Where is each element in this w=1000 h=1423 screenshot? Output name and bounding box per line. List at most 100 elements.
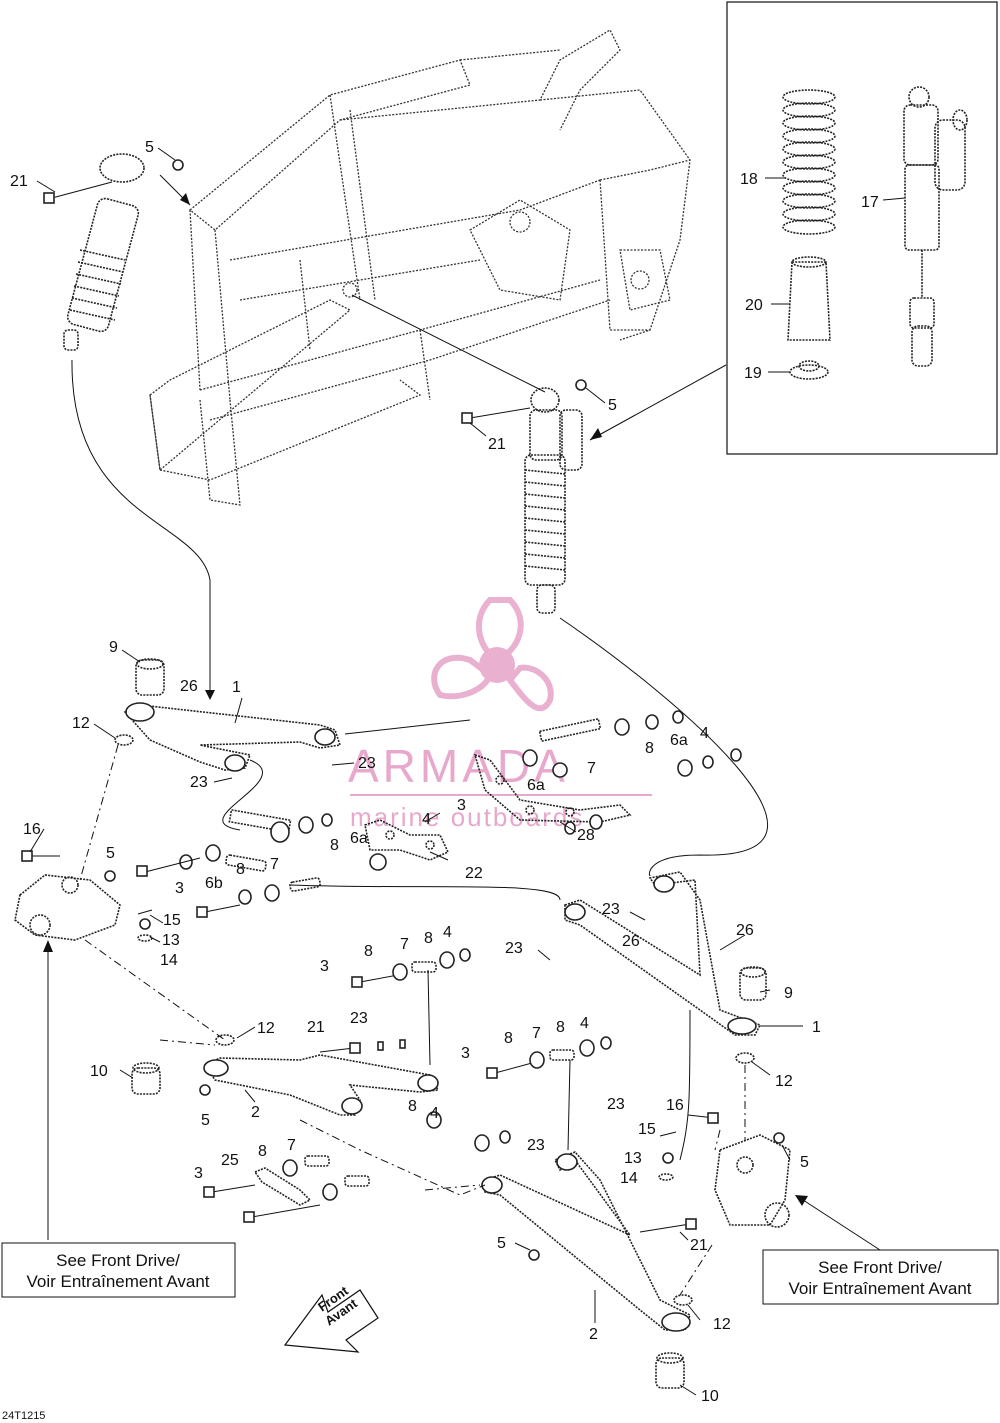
- callout-leaders: [29, 147, 906, 1396]
- callout: 7: [287, 1137, 296, 1154]
- nut-5-right: [773, 1132, 785, 1144]
- support-bracket-28: [473, 753, 632, 823]
- callout: 8: [258, 1143, 267, 1160]
- reference-line-1: See Front Drive/: [818, 1258, 942, 1277]
- callout: 3: [320, 958, 329, 975]
- callout: 6a: [670, 732, 688, 749]
- callout: 23: [527, 1137, 545, 1154]
- callout: 3: [175, 880, 184, 897]
- callout: 28: [577, 827, 595, 844]
- callout: 2: [589, 1326, 598, 1343]
- callout: 19: [744, 365, 762, 382]
- reference-line-2: Voir Entraînement Avant: [26, 1272, 209, 1291]
- nut-13-right: [662, 1152, 674, 1164]
- callout: 23: [358, 755, 376, 772]
- callout: 20: [745, 297, 763, 314]
- callout: 21: [690, 1237, 708, 1254]
- callout: 4: [700, 725, 709, 742]
- nut-5-top-left: [172, 159, 184, 171]
- lower-a-arm-left: [203, 1054, 440, 1116]
- callout: 6b: [205, 875, 223, 892]
- callout: 3: [194, 1165, 203, 1182]
- shock-absorber-center: [524, 387, 583, 614]
- callout: 26: [736, 922, 754, 939]
- callout: 23: [350, 1010, 368, 1027]
- hardware-lower-left-bottom: [203, 1155, 370, 1223]
- ball-joint-9-left: [135, 658, 165, 696]
- connector-lines: [43, 174, 881, 1296]
- drawing-code: 24T1215: [2, 1410, 45, 1422]
- nut-5-left: [104, 870, 116, 882]
- nut-13-left: [139, 918, 151, 930]
- vehicle-frame: [149, 29, 691, 506]
- nut-5-center: [575, 379, 587, 391]
- callout: 8: [408, 1098, 417, 1115]
- watermark-tagline: marine outboards: [350, 802, 584, 832]
- callout: 8: [330, 837, 339, 854]
- callout: 9: [784, 985, 793, 1002]
- bolt-21-lower-right: [639, 1218, 697, 1233]
- nut-5-lower-right: [528, 1249, 540, 1261]
- steering-knuckle-left: [14, 850, 121, 941]
- callout: 23: [190, 774, 208, 791]
- callout: 5: [608, 397, 617, 414]
- upper-a-arm-right: [564, 871, 762, 1036]
- reference-line-1: See Front Drive/: [56, 1251, 180, 1270]
- callout: 8: [424, 930, 433, 947]
- pin-15-left: [137, 909, 153, 915]
- callout-numbers: 5 21 5 21 18 17 20 19 9 26 1 12 23 23 4 …: [10, 139, 879, 1405]
- callout: 23: [607, 1096, 625, 1113]
- callout: 7: [532, 1025, 541, 1042]
- callout: 7: [270, 856, 279, 873]
- callout: 12: [775, 1073, 793, 1090]
- callout: 6a: [350, 830, 368, 847]
- hardware-lower-center: [319, 948, 612, 1152]
- shock-absorber-left: [63, 153, 145, 351]
- callout: 8: [556, 1019, 565, 1036]
- reference-line-2: Voir Entraînement Avant: [788, 1279, 971, 1298]
- callout: 5: [201, 1112, 210, 1129]
- callout: 1: [812, 1019, 821, 1036]
- callout: 13: [162, 932, 180, 949]
- callout: 3: [461, 1045, 470, 1062]
- circlip-12-right-lower: [673, 1294, 693, 1306]
- callout: 5: [800, 1154, 809, 1171]
- circlip-12-right-upper: [735, 1052, 755, 1064]
- callout: 13: [624, 1150, 642, 1167]
- pin-15-right: [659, 1131, 677, 1137]
- shock-detail-inset: [726, 1, 998, 455]
- lower-a-arm-right: [481, 1151, 691, 1332]
- callout: 12: [713, 1316, 731, 1333]
- callout: 21: [488, 436, 506, 453]
- callout: 26: [180, 678, 198, 695]
- circlip-12-left-lower: [215, 1034, 235, 1046]
- callout: 22: [465, 865, 483, 882]
- steering-knuckle-right: [714, 1134, 791, 1228]
- callout: 14: [160, 952, 178, 969]
- callout: 1: [232, 679, 241, 696]
- callout: 26: [622, 933, 640, 950]
- callout: 18: [740, 171, 758, 188]
- bolt-21-center: [461, 407, 531, 424]
- washer-14-left: [137, 934, 153, 942]
- callout: 25: [221, 1152, 239, 1169]
- callout: 8: [236, 861, 245, 878]
- spring-sleeve-20: [787, 256, 831, 341]
- callout: 16: [666, 1097, 684, 1114]
- callout: 7: [400, 936, 409, 953]
- upper-a-arm-left: [123, 702, 342, 772]
- spring-18: [782, 89, 836, 235]
- callout: 10: [701, 1388, 719, 1405]
- callout: 16: [23, 821, 41, 838]
- callout: 10: [90, 1063, 108, 1080]
- callout: 5: [145, 139, 154, 156]
- reference-box-left: See Front Drive/ Voir Entraînement Avant: [1, 1242, 236, 1298]
- callout: 15: [163, 912, 181, 929]
- callout: 8: [364, 943, 373, 960]
- callout: 4: [430, 1105, 439, 1122]
- callout: 23: [505, 940, 523, 957]
- ball-joint-10-left: [131, 1062, 161, 1095]
- support-bracket-22: [364, 819, 450, 861]
- hardware-upper-left: [136, 808, 387, 918]
